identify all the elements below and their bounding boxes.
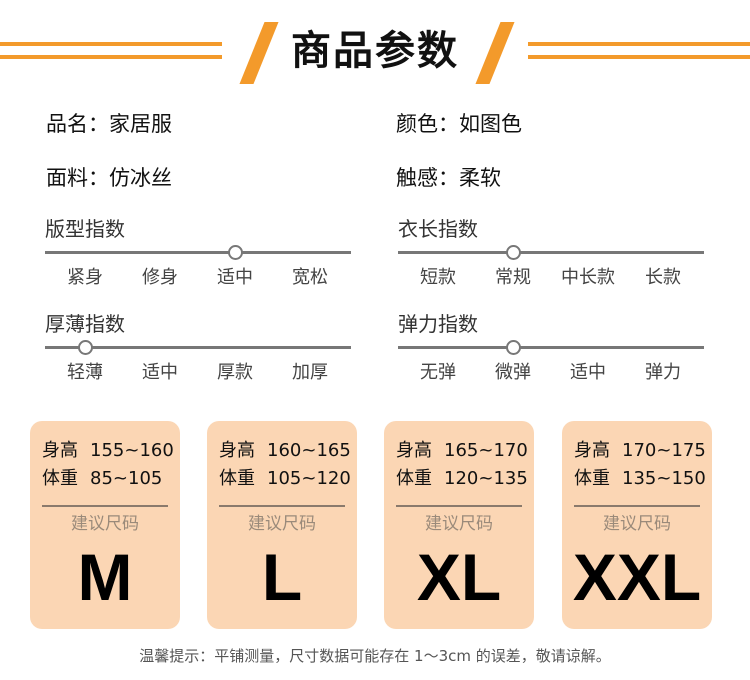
info-feel: 触感：柔软 bbox=[396, 166, 501, 190]
scale-label: 厚款 bbox=[217, 362, 253, 383]
scale-marker bbox=[78, 340, 93, 355]
height-label: 身高 bbox=[219, 440, 255, 461]
scale-marker bbox=[506, 340, 521, 355]
scale-label: 修身 bbox=[142, 267, 178, 288]
size-letter: L bbox=[261, 540, 303, 614]
card-divider bbox=[574, 505, 700, 507]
size-card-m: 身高 155~160 体重 85~105 建议尺码 M bbox=[30, 421, 180, 629]
scale-label: 无弹 bbox=[420, 362, 456, 383]
scale-marker bbox=[506, 245, 521, 260]
scale-label: 弹力 bbox=[645, 362, 681, 383]
height-value: 165~170 bbox=[444, 440, 528, 461]
suggested-size-label: 建议尺码 bbox=[425, 514, 493, 534]
weight-label: 体重 bbox=[219, 468, 255, 489]
card-divider bbox=[42, 505, 168, 507]
scale-title: 衣长指数 bbox=[398, 217, 478, 241]
height-value: 155~160 bbox=[90, 440, 174, 461]
weight-label: 体重 bbox=[396, 468, 432, 489]
size-letter: XXL bbox=[572, 540, 702, 614]
size-letter: XL bbox=[416, 540, 502, 614]
scale-title: 厚薄指数 bbox=[45, 312, 125, 336]
weight-row: 体重 85~105 bbox=[42, 467, 162, 491]
scale-elasticity: 弹力指数 无弹 微弹 适中 弹力 bbox=[398, 311, 704, 391]
scale-label: 轻薄 bbox=[67, 362, 103, 383]
scale-label: 紧身 bbox=[67, 267, 103, 288]
scale-label: 适中 bbox=[142, 362, 178, 383]
height-row: 身高 160~165 bbox=[219, 439, 351, 463]
height-label: 身高 bbox=[42, 440, 78, 461]
suggested-size-label: 建议尺码 bbox=[248, 514, 316, 534]
scale-label: 中长款 bbox=[561, 267, 615, 288]
weight-row: 体重 135~150 bbox=[574, 467, 706, 491]
size-card-l: 身高 160~165 体重 105~120 建议尺码 L bbox=[207, 421, 357, 629]
header-gap bbox=[222, 36, 528, 64]
height-value: 160~165 bbox=[267, 440, 351, 461]
weight-value: 120~135 bbox=[444, 468, 528, 489]
weight-row: 体重 120~135 bbox=[396, 467, 528, 491]
scale-length: 衣长指数 短款 常规 中长款 长款 bbox=[398, 216, 704, 296]
suggested-size-label: 建议尺码 bbox=[603, 514, 671, 534]
scale-title: 弹力指数 bbox=[398, 312, 478, 336]
weight-label: 体重 bbox=[574, 468, 610, 489]
size-letter: M bbox=[77, 540, 133, 614]
card-divider bbox=[396, 505, 522, 507]
card-divider bbox=[219, 505, 345, 507]
scale-bar bbox=[398, 251, 704, 254]
scale-fit: 版型指数 紧身 修身 适中 宽松 bbox=[45, 216, 351, 296]
measurement-tip: 温馨提示：平铺测量，尺寸数据可能存在 1〜3cm 的误差，敬请谅解。 bbox=[139, 647, 611, 665]
scale-marker bbox=[228, 245, 243, 260]
weight-value: 135~150 bbox=[622, 468, 706, 489]
scale-label: 适中 bbox=[217, 267, 253, 288]
scale-label: 短款 bbox=[420, 267, 456, 288]
scale-label: 微弹 bbox=[495, 362, 531, 383]
suggested-size-label: 建议尺码 bbox=[71, 514, 139, 534]
info-fabric: 面料：仿冰丝 bbox=[46, 166, 172, 190]
scale-label: 宽松 bbox=[292, 267, 328, 288]
height-label: 身高 bbox=[396, 440, 432, 461]
size-card-xxl: 身高 170~175 体重 135~150 建议尺码 XXL bbox=[562, 421, 712, 629]
info-name: 品名：家居服 bbox=[46, 112, 172, 136]
scale-thickness: 厚薄指数 轻薄 适中 厚款 加厚 bbox=[45, 311, 351, 391]
scale-label: 长款 bbox=[645, 267, 681, 288]
info-color: 颜色：如图色 bbox=[396, 112, 522, 136]
height-value: 170~175 bbox=[622, 440, 706, 461]
height-label: 身高 bbox=[574, 440, 610, 461]
page-title: 商品参数 bbox=[291, 28, 459, 74]
height-row: 身高 170~175 bbox=[574, 439, 706, 463]
weight-value: 85~105 bbox=[90, 468, 163, 489]
weight-row: 体重 105~120 bbox=[219, 467, 351, 491]
scale-label: 加厚 bbox=[292, 362, 328, 383]
weight-value: 105~120 bbox=[267, 468, 351, 489]
scale-label: 常规 bbox=[495, 267, 531, 288]
scale-bar bbox=[45, 346, 351, 349]
height-row: 身高 165~170 bbox=[396, 439, 528, 463]
scale-label: 适中 bbox=[570, 362, 606, 383]
height-row: 身高 155~160 bbox=[42, 439, 174, 463]
weight-label: 体重 bbox=[42, 468, 78, 489]
scale-bar bbox=[398, 346, 704, 349]
scale-title: 版型指数 bbox=[45, 217, 125, 241]
scale-bar bbox=[45, 251, 351, 254]
size-card-xl: 身高 165~170 体重 120~135 建议尺码 XL bbox=[384, 421, 534, 629]
